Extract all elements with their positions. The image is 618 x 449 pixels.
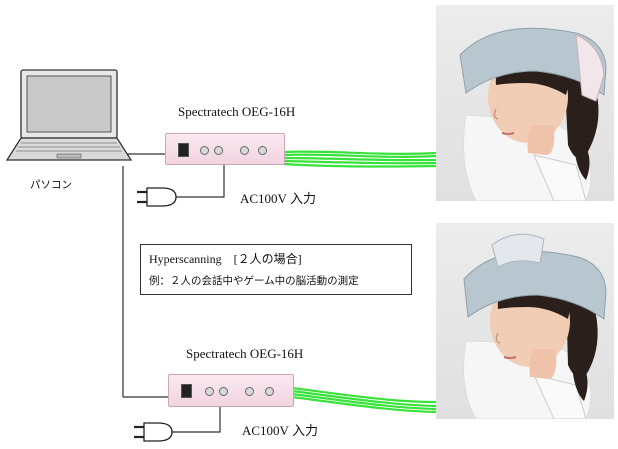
fiber-cable-bottom — [292, 388, 436, 412]
knob-icon — [265, 387, 274, 396]
power-label-top: AC100V 入力 — [240, 188, 316, 207]
knob-icon — [200, 146, 209, 155]
person-headset-illustration — [436, 223, 614, 419]
headset-photo-bottom — [436, 223, 614, 419]
power-cable-bottom — [170, 405, 220, 432]
device-top — [165, 133, 285, 165]
power-plug-bottom-icon — [134, 423, 172, 441]
knob-icon — [240, 146, 249, 155]
hyperscanning-title: Hyperscanning [２人の場合] — [149, 250, 302, 267]
fiber-cable-top — [284, 152, 436, 167]
knob-icon — [219, 387, 228, 396]
power-switch-icon — [181, 384, 192, 398]
knob-icon — [214, 146, 223, 155]
device-bottom — [168, 374, 294, 407]
hyperscanning-box: Hyperscanning [２人の場合] 例：２人の会話中やゲーム中の脳活動の… — [140, 244, 412, 295]
power-plug-top-icon — [137, 188, 176, 206]
power-cable-top — [175, 162, 224, 197]
power-label-bottom: AC100V 入力 — [242, 420, 318, 439]
laptop-label: パソコン — [30, 177, 72, 192]
knob-icon — [245, 387, 254, 396]
laptop-icon — [5, 68, 133, 166]
knob-icon — [258, 146, 267, 155]
device-bottom-label: Spectratech OEG-16H — [186, 346, 303, 362]
person-headset-illustration — [436, 5, 614, 201]
knob-icon — [205, 387, 214, 396]
hyperscanning-description: 例：２人の会話中やゲーム中の脳活動の測定 — [149, 273, 359, 288]
power-switch-icon — [178, 143, 189, 157]
headset-photo-top — [436, 5, 614, 201]
device-top-label: Spectratech OEG-16H — [178, 104, 295, 120]
